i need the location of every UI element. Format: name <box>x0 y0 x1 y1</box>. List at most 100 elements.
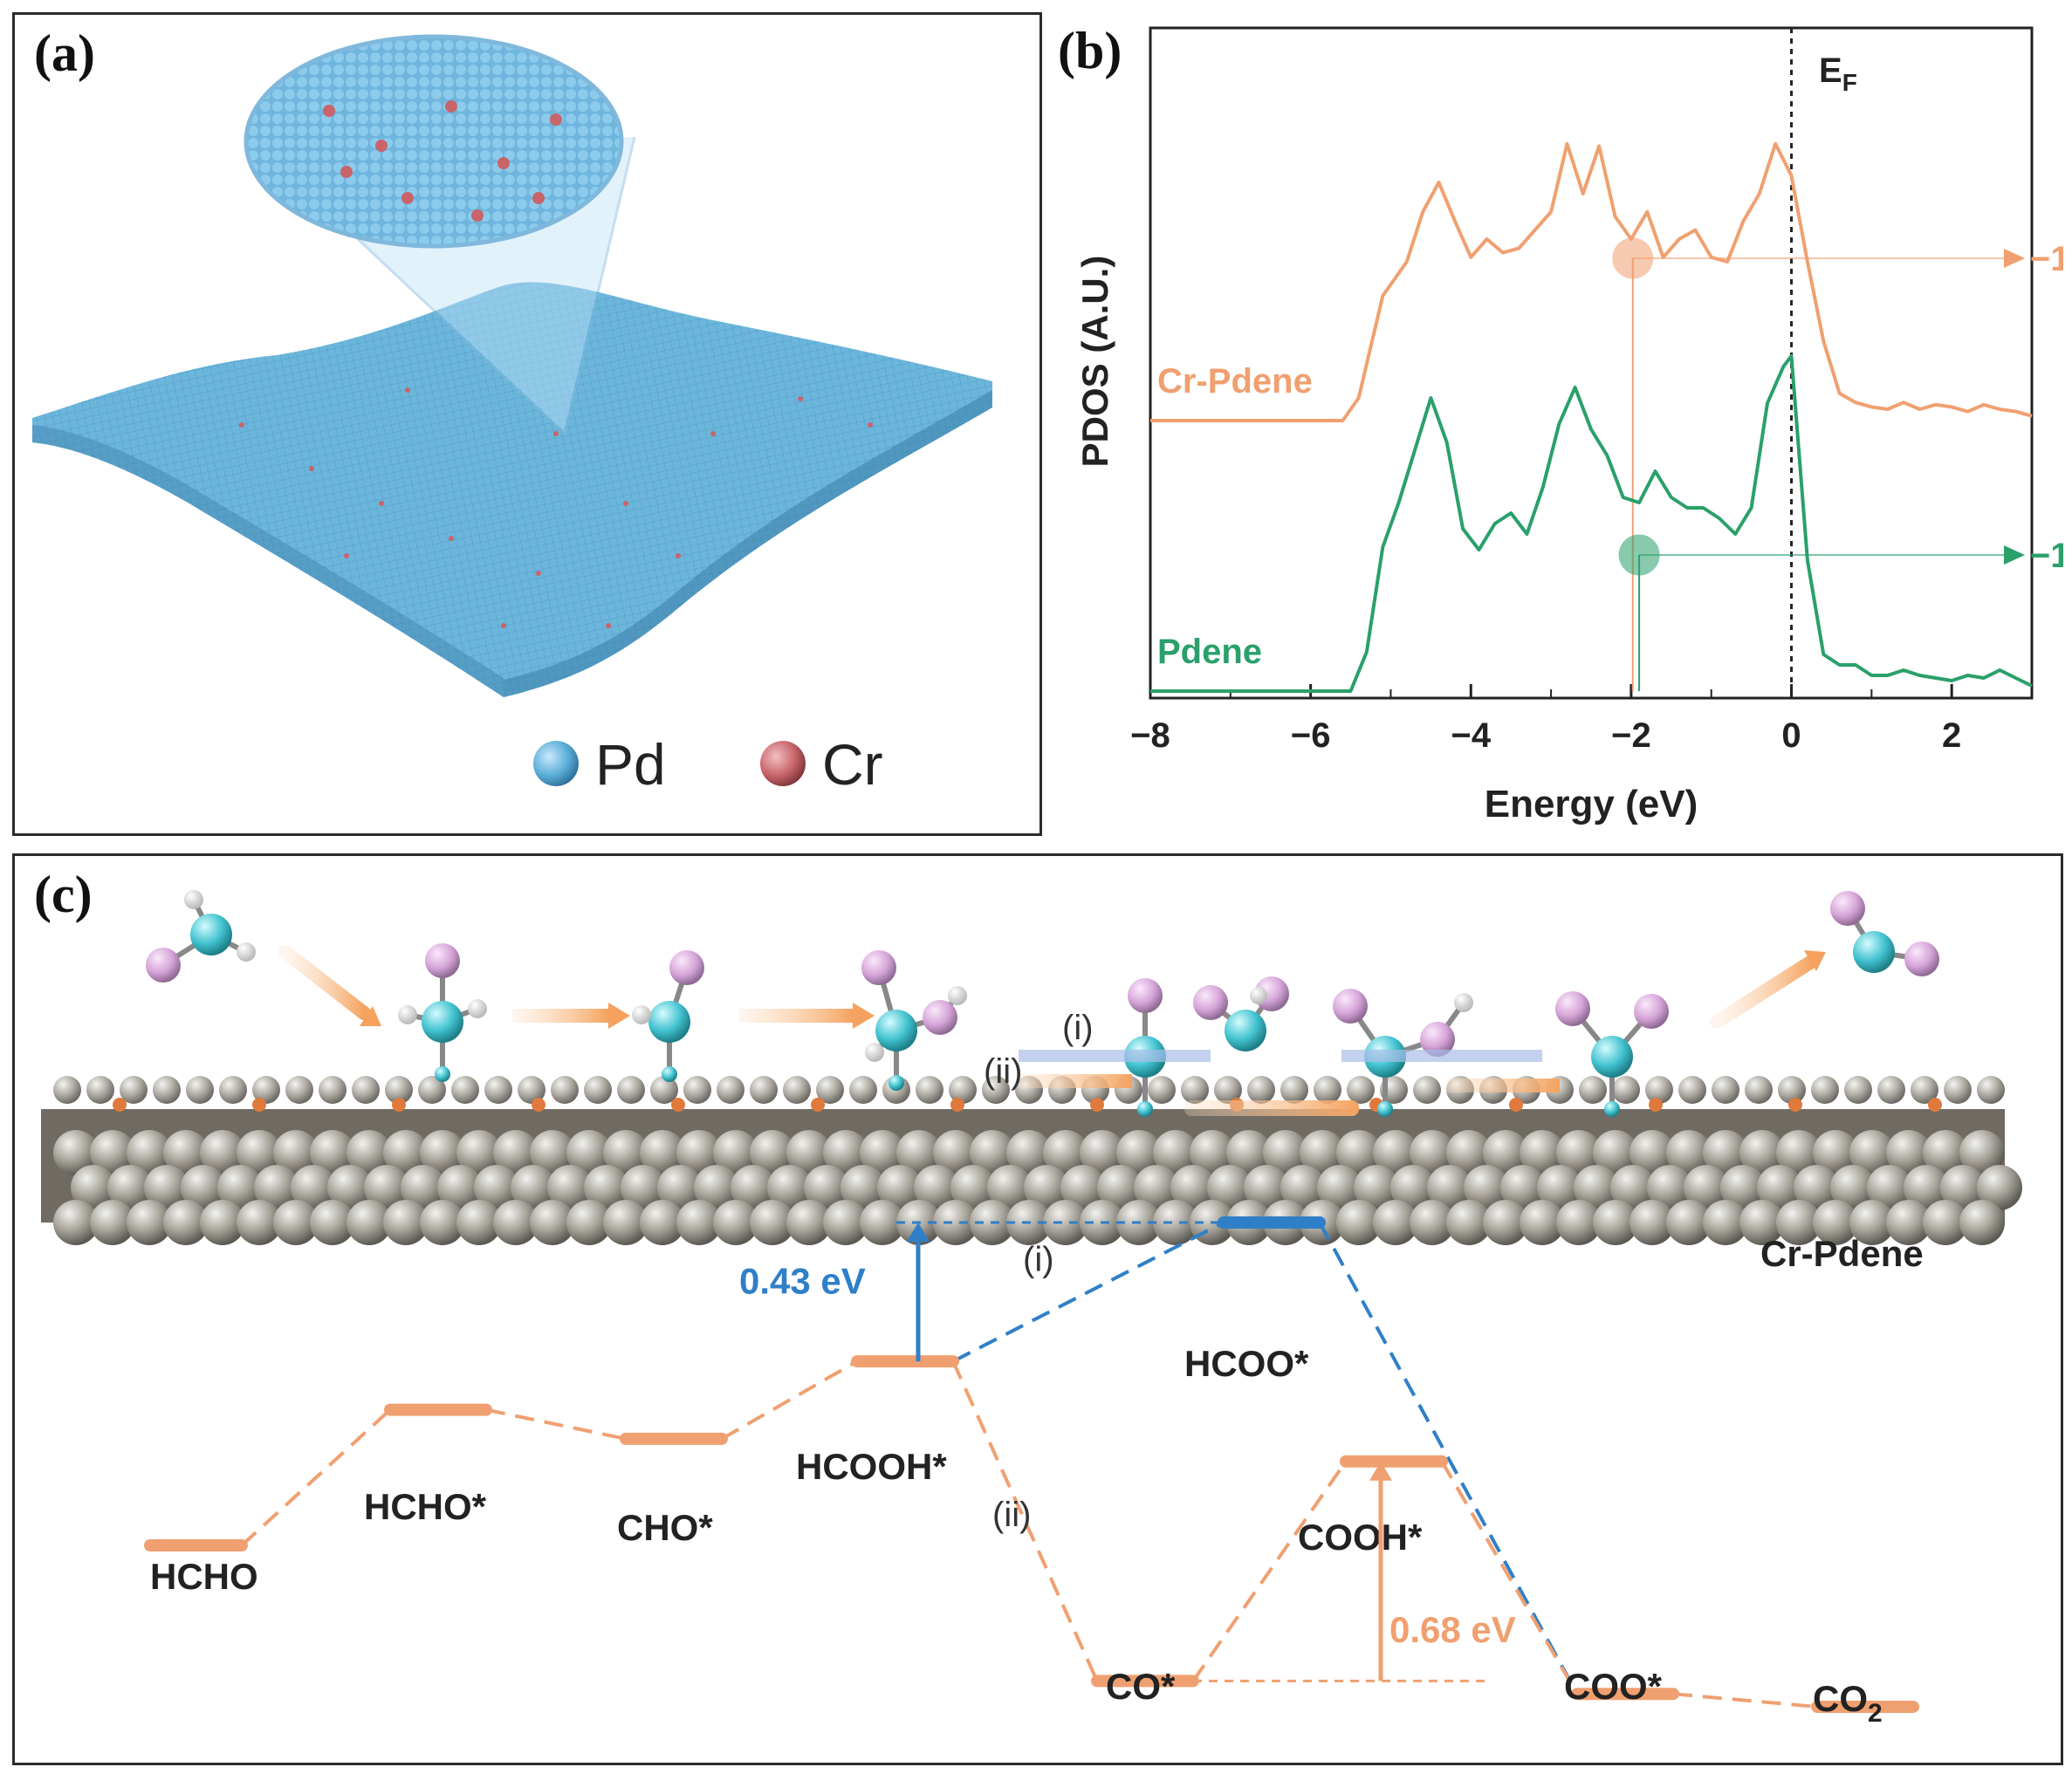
pd-atom <box>1720 1165 1766 1210</box>
pd-atom <box>420 1130 465 1175</box>
x-axis-label: Energy (eV) <box>1485 783 1698 825</box>
zoom-cr-atoms <box>323 100 562 222</box>
pd-atom <box>1263 1130 1308 1175</box>
pd-atom <box>71 1165 116 1210</box>
state-label: HCOO* <box>1184 1343 1309 1384</box>
pd-atom <box>1574 1165 1619 1210</box>
pd-atom <box>456 1130 502 1175</box>
pd-atom <box>383 1200 429 1245</box>
path-ii-label: (ii) <box>992 1496 1031 1534</box>
pd-atom-top <box>750 1076 778 1104</box>
pd-atom <box>1116 1130 1162 1175</box>
plot-frame <box>1149 26 2034 700</box>
x-tick-label: −8 <box>1130 716 1170 755</box>
pd-atom-top <box>385 1076 413 1104</box>
pd-atom <box>640 1200 685 1245</box>
pd-atom-top <box>285 1076 313 1104</box>
x-tick-label: −2 <box>1611 716 1651 755</box>
pd-atom <box>694 1165 739 1210</box>
pd-legend-marker <box>533 741 579 786</box>
cr-atom <box>1090 1098 1104 1112</box>
cr-legend-marker <box>760 741 806 786</box>
pd-legend-label: Pd <box>595 732 666 797</box>
pd-atom <box>1280 1165 1326 1210</box>
pd-atom-top <box>120 1076 148 1104</box>
pd-atom <box>786 1130 832 1175</box>
pd-atom <box>933 1200 978 1245</box>
pd-atom <box>823 1130 868 1175</box>
pd-atom-top <box>1347 1076 1375 1104</box>
pd-atom-top <box>418 1076 446 1104</box>
pd-atom <box>1629 1200 1675 1245</box>
pd-atom <box>127 1130 172 1175</box>
pd-atom <box>1610 1165 1656 1210</box>
pd-atom <box>1703 1200 1748 1245</box>
cr-atom <box>1788 1098 1802 1112</box>
pd-atom <box>310 1130 355 1175</box>
pd-atom-top <box>1280 1076 1308 1104</box>
d-band-center-marker <box>1612 237 1654 279</box>
series-line-cr-pdene <box>1150 141 2033 422</box>
pd-atom <box>1446 1200 1492 1245</box>
pd-atom <box>840 1165 886 1210</box>
cr-atom <box>671 1098 685 1112</box>
series-layer: −1.98 eVCr-Pdene−1.90 eVPdene <box>1150 28 2072 698</box>
pd-atom-top <box>86 1076 114 1104</box>
pd-atom <box>1097 1165 1142 1210</box>
pd-atom-top <box>1811 1076 1839 1104</box>
pd-atom <box>1776 1130 1822 1175</box>
pd-atom <box>181 1165 226 1210</box>
pd-atom <box>237 1130 282 1175</box>
cr-atom <box>532 1098 545 1112</box>
pd-atom <box>1226 1130 1272 1175</box>
pd-atom <box>53 1130 99 1175</box>
pd-atom-top <box>1712 1076 1739 1104</box>
pd-atom <box>1043 1130 1088 1175</box>
pd-atom <box>273 1130 319 1175</box>
pd-atom-top <box>916 1076 943 1104</box>
pd-atom-top <box>949 1076 977 1104</box>
adsorbed-molecule <box>632 950 704 1082</box>
energy-profile: HCHOHCHO*CHO*HCOOH*HCOO*CO*COOH*COO*CO20… <box>144 1216 1919 1728</box>
pd-atom <box>493 1200 539 1245</box>
pd-atom <box>1483 1130 1528 1175</box>
pd-atom <box>1373 1200 1418 1245</box>
pd-atom <box>1923 1130 1968 1175</box>
pd-atom-top <box>252 1076 280 1104</box>
pd-atom-top <box>783 1076 811 1104</box>
pd-atom <box>1170 1165 1216 1210</box>
pd-atom <box>1684 1165 1729 1210</box>
pd-atom-top <box>1877 1076 1905 1104</box>
path-ii-label-top: (ii) <box>984 1052 1022 1091</box>
path-connector <box>1191 1460 1348 1682</box>
d-band-center-marker <box>1618 534 1660 576</box>
pd-atom <box>327 1165 373 1210</box>
pd-atom <box>1794 1165 1839 1210</box>
pd-atom <box>1024 1165 1069 1210</box>
pd-atom <box>621 1165 666 1210</box>
series-line-pdene <box>1150 354 2033 693</box>
pd-atom <box>1666 1200 1712 1245</box>
pd-atom <box>547 1165 593 1210</box>
pd-atom <box>1556 1200 1602 1245</box>
pd-atom <box>1757 1165 1802 1210</box>
pd-atom <box>1813 1130 1858 1175</box>
pd-atom <box>1739 1130 1785 1175</box>
pd-atom <box>1483 1200 1528 1245</box>
pd-atom <box>1500 1165 1546 1210</box>
pd-atom-top <box>484 1076 512 1104</box>
pd-atom-top <box>53 1076 81 1104</box>
pd-atom <box>291 1165 336 1210</box>
pd-atom <box>1410 1130 1455 1175</box>
adsorbed-molecule <box>398 943 487 1082</box>
pd-atom-top <box>1645 1076 1673 1104</box>
pd-atom <box>877 1165 923 1210</box>
pd-atom <box>1940 1165 1986 1210</box>
path-connector <box>1318 1222 1579 1695</box>
pd-atom-top <box>650 1076 678 1104</box>
pd-atom <box>713 1130 758 1175</box>
cr-pdene-slab <box>41 1076 2022 1245</box>
pd-atom <box>383 1130 429 1175</box>
d-band-arrowhead <box>2004 545 2025 565</box>
